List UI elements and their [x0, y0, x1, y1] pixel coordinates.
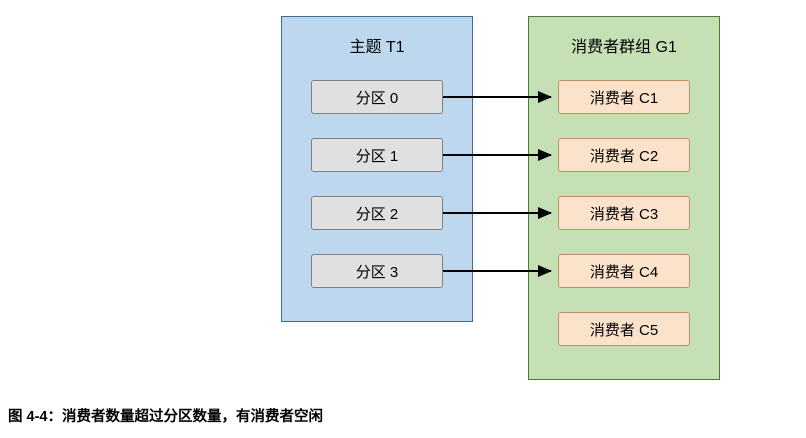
- consumer-box-c2: 消费者 C2: [558, 138, 690, 172]
- topic-panel-title: 主题 T1: [349, 39, 405, 56]
- partition-box-1: 分区 1: [311, 138, 443, 172]
- consumer-box-c4: 消费者 C4: [558, 254, 690, 288]
- diagram-canvas: 主题 T1 分区 0 分区 1 分区 2 分区 3 消费者群组 G1 消费者 C…: [281, 16, 720, 380]
- partition-box-0: 分区 0: [311, 80, 443, 114]
- consumer-box-c5: 消费者 C5: [558, 312, 690, 346]
- partition-box-2: 分区 2: [311, 196, 443, 230]
- consumer-box-c1: 消费者 C1: [558, 80, 690, 114]
- consumer-box-c3: 消费者 C3: [558, 196, 690, 230]
- partition-box-3: 分区 3: [311, 254, 443, 288]
- figure-caption: 图 4-4：消费者数量超过分区数量，有消费者空闲: [8, 409, 323, 425]
- consumer-group-panel-title: 消费者群组 G1: [571, 39, 677, 56]
